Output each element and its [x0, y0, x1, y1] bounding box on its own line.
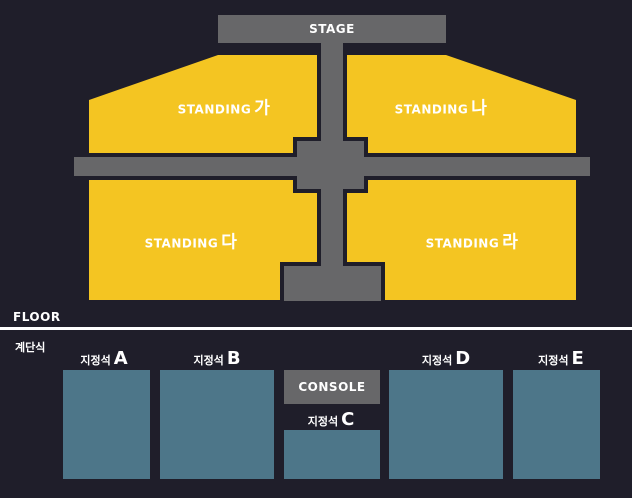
seat-label-letter: E: [571, 348, 584, 369]
seat-label-prefix: 지정석: [421, 354, 453, 367]
seat-block-a[interactable]: [63, 370, 150, 479]
seat-label-letter: C: [341, 409, 355, 430]
seat-label-letter: B: [226, 348, 241, 369]
standing-zone-da[interactable]: [89, 180, 317, 300]
console-label: CONSOLE: [298, 380, 366, 394]
standing-label-prefix: STANDING: [144, 236, 219, 251]
tier-label: 계단식: [15, 341, 46, 354]
seat-label-prefix: 지정석: [193, 354, 224, 367]
seat-block-b[interactable]: [160, 370, 274, 479]
stage-block: [218, 15, 446, 43]
standing-zone-na[interactable]: [347, 55, 576, 153]
standing-label-suffix: 라: [502, 232, 519, 253]
standing-label-prefix: STANDING: [177, 102, 252, 117]
seat-label-letter: D: [455, 348, 471, 369]
standing-label-prefix: STANDING: [394, 102, 469, 117]
seat-label-letter: A: [113, 348, 128, 369]
floor-label: FLOOR: [13, 310, 61, 324]
standing-label-suffix: 가: [254, 98, 271, 119]
seat-label-prefix: 지정석: [538, 354, 569, 367]
seat-label-prefix: 지정석: [80, 354, 111, 367]
standing-label-prefix: STANDING: [425, 236, 500, 251]
console-block: [284, 370, 380, 404]
seat-block-c[interactable]: [284, 430, 380, 479]
standing-label-suffix: 다: [221, 232, 238, 253]
seat-label-prefix: 지정석: [307, 415, 339, 428]
standing-zone-ga[interactable]: [89, 55, 317, 153]
stage-label: STAGE: [309, 22, 355, 36]
seat-block-d[interactable]: [389, 370, 503, 479]
runway-end: [284, 266, 381, 301]
standing-label-suffix: 나: [471, 98, 488, 119]
center-hub: [297, 141, 364, 189]
floor-divider: [0, 327, 632, 330]
standing-zone-ra[interactable]: [347, 180, 576, 300]
seat-block-e[interactable]: [513, 370, 600, 479]
